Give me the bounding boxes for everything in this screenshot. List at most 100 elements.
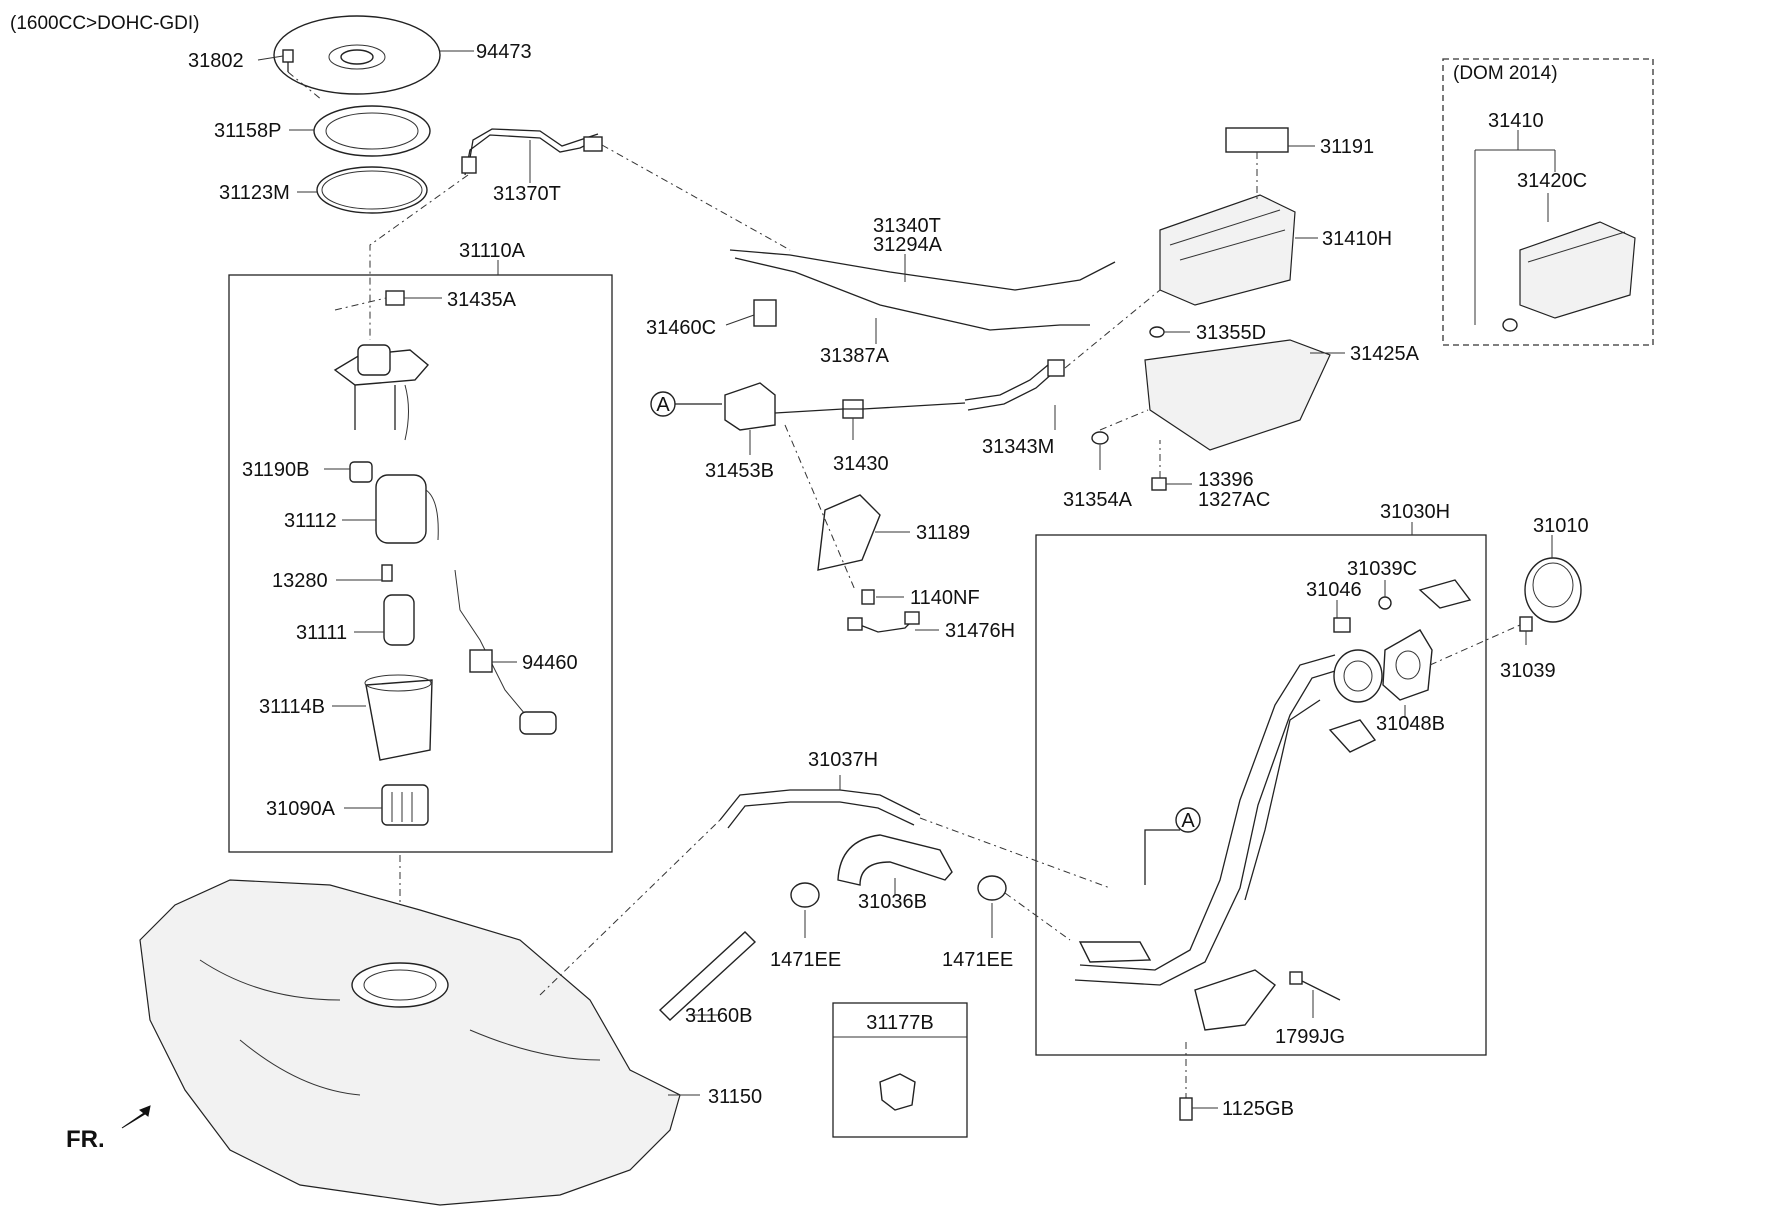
part-label: 94460 [522,652,578,674]
connector-icon [1289,971,1303,985]
nut-31039c-icon [1378,596,1392,610]
leader-dash [784,424,856,591]
cap-icon [1502,318,1518,332]
leader-dash [334,297,387,311]
part-label: 94473 [476,41,532,63]
part-label: 31410H [1322,228,1392,250]
part-label: 31802 [188,50,244,72]
leader-dash [1004,892,1071,941]
engine-note: (1600CC>DOHC-GDI) [10,13,200,34]
hose-31037h-b [727,801,915,829]
clip-31177b-icon [879,1073,916,1111]
valve-31453b-icon [724,382,776,431]
fuel-line-31370t-b [469,128,599,159]
part-label: 31410 [1488,110,1544,132]
part-label: 31370T [493,183,561,205]
vapor-hose [774,402,966,414]
leader-dash [1429,624,1521,666]
pressure-regulator-icon [349,461,373,483]
part-label: 1125GB [1222,1098,1294,1120]
part-label: 31453B [705,460,774,482]
part-label: 31110A [459,240,526,262]
hose-31343m-b [967,371,1055,411]
pipe-31160b [658,931,757,1021]
part-label: 1471EE [770,949,841,971]
part-label: 31046 [1306,579,1362,601]
part-label: 31037H [808,749,878,771]
leader-dash [1064,289,1161,369]
part-label: 31123M [219,182,290,204]
connector-icon [1047,359,1065,377]
leader-dash [919,817,1111,889]
part-label: 13396 [1198,469,1254,491]
bracket-31189-icon [817,494,881,571]
hose-31343m [964,364,1049,401]
filler-neck-icon [1074,649,1383,986]
bracket-icon [1194,969,1276,1031]
grommet-icon [1091,431,1109,445]
part-label: 31430 [833,453,889,475]
dom-note: (DOM 2014) [1453,63,1558,84]
part-label: 1140NF [910,587,980,609]
bolt-31039-icon [1519,616,1533,632]
part-label: 31039 [1500,660,1556,682]
dom-2014-box [1442,58,1654,346]
part-label: 31420C [1517,170,1587,192]
hose-31037h [719,789,921,821]
lock-ring-icon [313,105,431,157]
clip-icon [1418,579,1472,609]
bolt-1140nf-icon [861,589,875,605]
fuel-pump-icon [383,594,415,646]
fuel-filter-icon [375,474,439,544]
part-label: 31354A [1063,489,1133,511]
part-label: 31460C [646,317,716,339]
part-label: 1799JG [1275,1026,1345,1048]
connector-icon [904,611,920,625]
leader-line [725,314,755,326]
part-label: 31191 [1320,136,1374,158]
leader-dash [601,144,791,251]
front-arrow-icon [121,1105,151,1129]
filter-31191-icon [1225,127,1289,153]
part-label: 31476H [945,620,1015,642]
vapor-line-31340t [729,249,1116,291]
part-label: 31111 [296,622,347,644]
part-label: 1471EE [942,949,1013,971]
pump-flange-icon [333,344,429,441]
reservoir-cup-icon [364,674,433,761]
fuel-tank-icon [139,879,681,1206]
ref-a-circle [1175,807,1201,833]
part-label: 31189 [916,522,970,544]
part-label: 31114B [259,696,325,718]
part-label: 31090A [266,798,336,820]
gasket-31048b-icon [1382,629,1433,701]
front-marker: FR. [66,1126,105,1153]
hose-31036b [837,834,953,886]
pump-assembly-box [228,274,613,853]
part-label: 31150 [708,1086,762,1108]
strainer-icon [381,784,429,826]
nut-icon [1151,477,1167,491]
connector-icon [461,156,477,174]
leader-line [1474,130,1556,325]
clamp-icon [977,875,1007,901]
part-label: 31177B [866,1012,933,1034]
part-label: 31343M [982,436,1054,458]
fuel-cap-icon [1524,557,1582,623]
fuel-line-31370t [464,134,597,176]
part-label: 31158P [214,120,281,142]
fitting-13280-icon [381,564,393,582]
bracket-31460c-icon [753,299,777,327]
part-label: 31010 [1533,515,1589,537]
canister-31410h-icon [1159,194,1296,306]
vapor-line-31387a [734,257,1090,331]
part-label: 31048B [1376,713,1445,735]
part-label: 31355D [1196,322,1266,344]
leader-dash [539,819,721,996]
part-label: 31112 [284,510,337,532]
part-label: 31036B [858,891,927,913]
leader-line [257,55,284,61]
part-label: 31160B [685,1005,752,1027]
